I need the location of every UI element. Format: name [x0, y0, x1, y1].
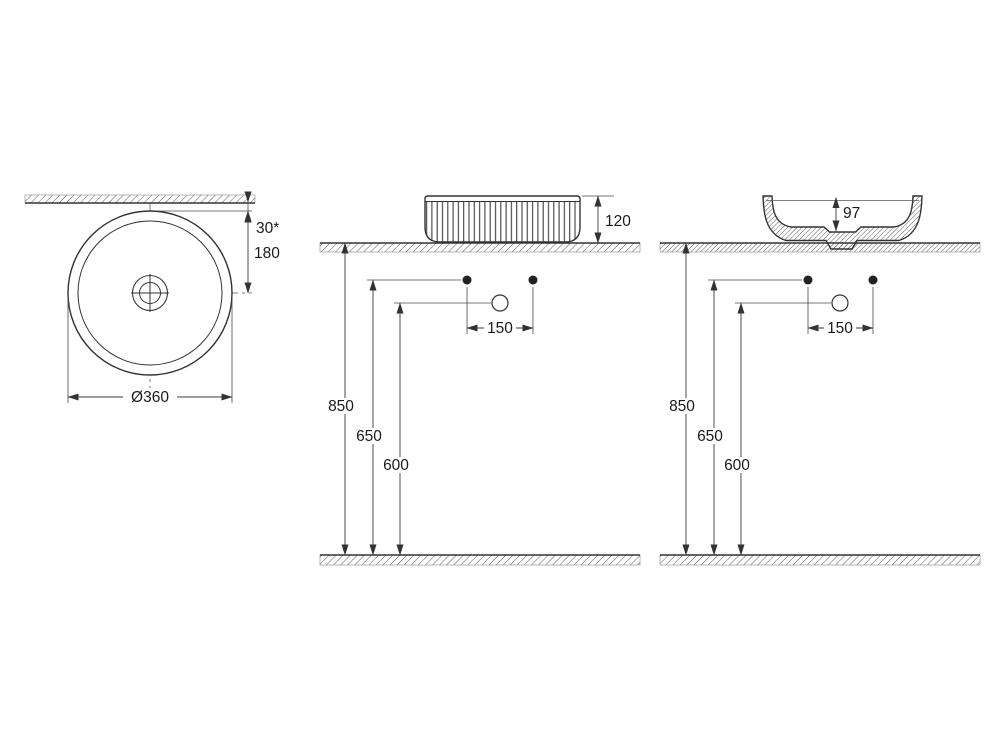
dim-worktop-height-front: 850 — [325, 242, 358, 556]
basin-front — [424, 195, 581, 243]
waste-outlet-hole — [491, 294, 509, 312]
floor-section-front — [319, 554, 641, 566]
dim-worktop-height-side: 850 — [666, 242, 699, 556]
floor-hatch-band — [659, 554, 981, 566]
side-view: 97 150 850 650 6 — [659, 195, 981, 566]
label-mask — [666, 398, 699, 414]
tap-hole-right — [868, 275, 878, 285]
dim-wall-offset: 30* — [154, 191, 279, 237]
dim-waste-height-front: 600 — [380, 302, 491, 556]
worktop-section-side — [659, 242, 981, 253]
dim-bowl-depth: 97 — [832, 197, 860, 232]
label-mask — [380, 457, 413, 473]
dim-label-worktop-height: 850 — [669, 398, 695, 415]
worktop-hatch-band — [319, 242, 641, 253]
dim-label-diameter: Ø360 — [131, 389, 169, 406]
dim-label-worktop-height: 850 — [328, 398, 354, 415]
tap-holes-side — [803, 275, 878, 312]
basin-side-section — [762, 195, 923, 250]
tap-hole-left — [803, 275, 813, 285]
label-mask — [694, 428, 727, 444]
dim-label-tap-holes-height: 650 — [697, 428, 723, 445]
basin-top-outline — [67, 210, 233, 376]
dim-label-waste-height: 600 — [383, 457, 409, 474]
tap-holes-front — [462, 275, 538, 312]
label-mask — [325, 398, 358, 414]
waste-outlet-hole — [831, 294, 849, 312]
label-mask — [824, 320, 856, 335]
floor-hatch-band — [319, 554, 641, 566]
dim-label-wall-offset: 30* — [256, 220, 279, 237]
dim-label-tap-holes-height: 650 — [356, 428, 382, 445]
dim-hole-spacing-side: 150 — [807, 287, 874, 337]
worktop-hatch-band — [659, 242, 981, 253]
dim-waste-height-side: 600 — [721, 302, 831, 556]
tap-hole-right — [528, 275, 538, 285]
label-mask — [353, 428, 386, 444]
dim-label-center-from-rim: 180 — [254, 245, 280, 262]
dim-center-from-rim: 180 — [244, 210, 280, 294]
dim-label-hole-spacing: 150 — [827, 320, 853, 337]
dim-basin-height: 120 — [582, 195, 631, 244]
worktop-section — [319, 242, 641, 253]
dim-label-hole-spacing: 150 — [487, 320, 513, 337]
dim-label-basin-height: 120 — [605, 213, 631, 230]
top-view: 30* 180 Ø360 — [24, 191, 280, 406]
dim-diameter: Ø360 — [67, 299, 233, 406]
inner-rim-circle — [77, 220, 223, 366]
label-mask — [484, 320, 516, 335]
dim-tap-holes-height-front: 650 — [353, 279, 461, 556]
floor-section-side — [659, 554, 981, 566]
dim-hole-spacing-front: 150 — [466, 287, 534, 337]
dim-tap-holes-height-side: 650 — [694, 279, 802, 556]
label-mask — [721, 457, 754, 473]
front-view: 120 150 850 650 — [319, 195, 641, 566]
wall-hatch-band — [24, 194, 256, 204]
label-mask — [123, 388, 177, 405]
basin-section-walls — [762, 195, 923, 250]
wall-section — [24, 194, 256, 204]
tap-hole-left — [462, 275, 472, 285]
fluted-texture — [425, 201, 580, 242]
dim-label-waste-height: 600 — [724, 457, 750, 474]
dim-label-bowl-depth: 97 — [843, 205, 860, 222]
